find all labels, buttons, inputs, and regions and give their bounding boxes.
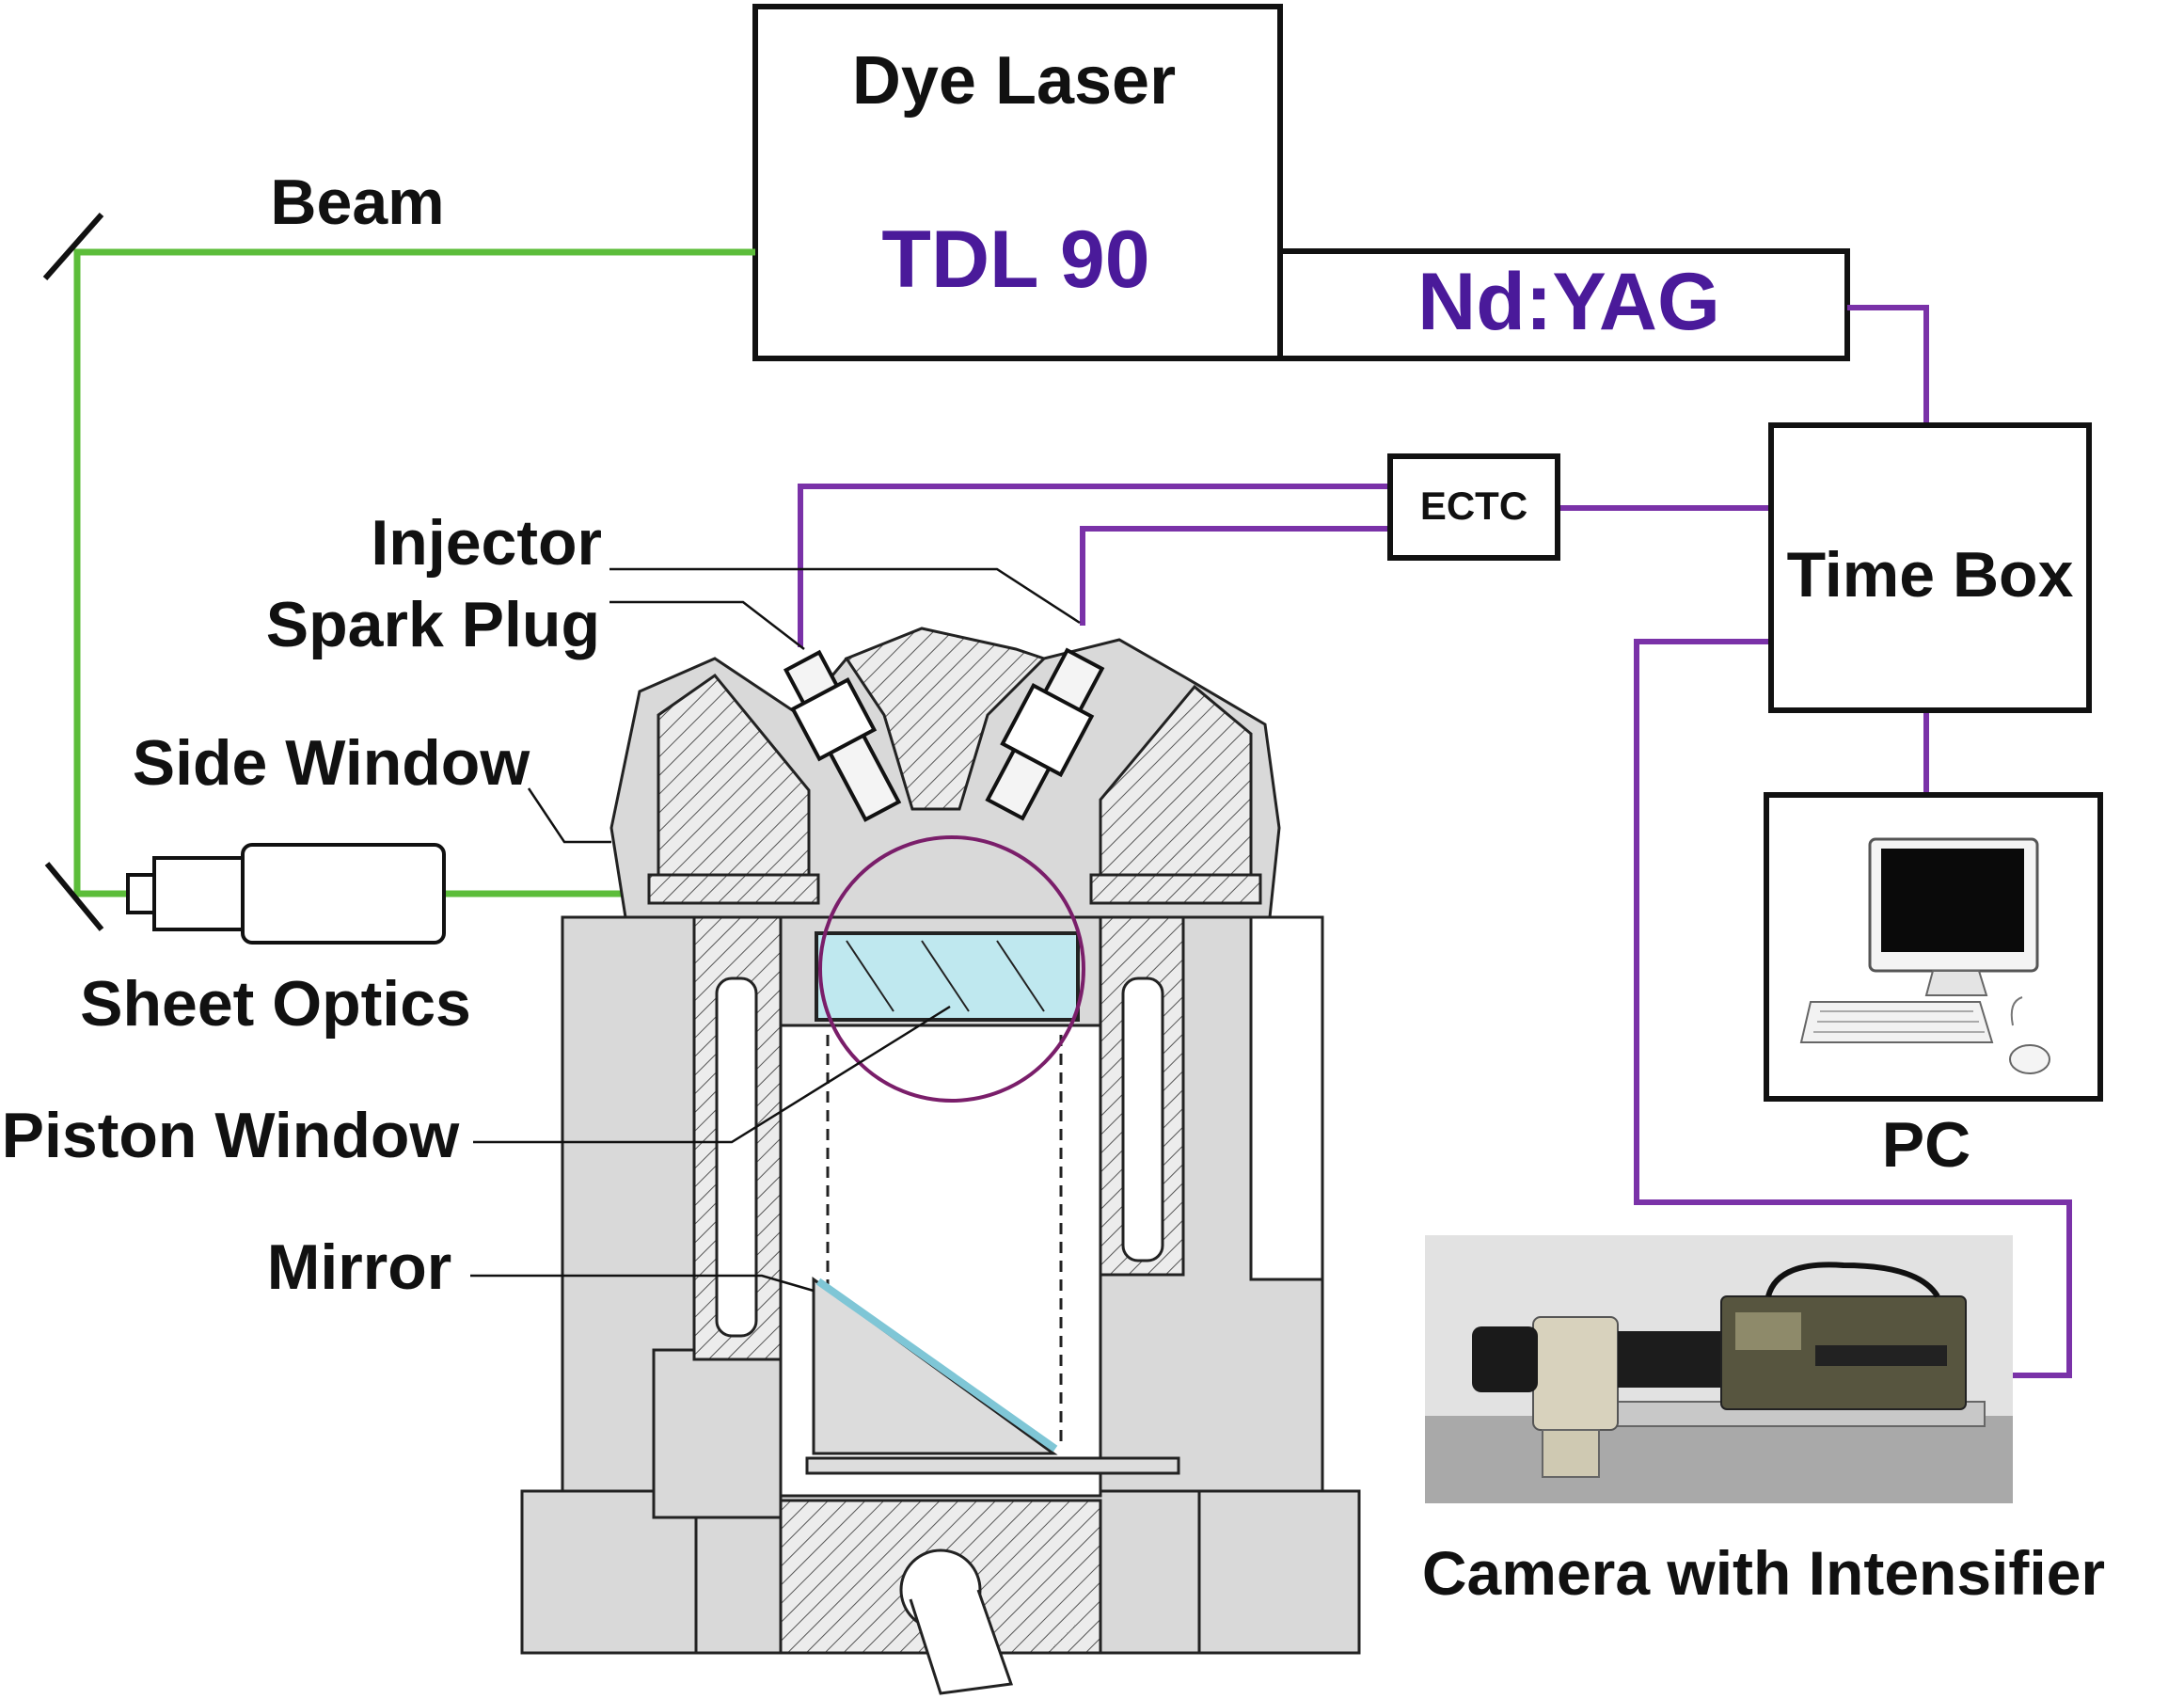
ndyag-box — [1277, 248, 1850, 361]
piston-window-leader — [473, 1005, 951, 1144]
combustion-chamber-circle — [818, 835, 1085, 1103]
tdl-label: TDL 90 — [881, 214, 1149, 305]
ndyag-to-timebox-line — [1847, 305, 1929, 425]
ectc-box — [1387, 453, 1560, 561]
ndyag-label: Nd:YAG — [1417, 257, 1720, 347]
sheet-optics — [126, 843, 446, 945]
pc-computer-icon — [1799, 837, 2050, 1074]
mirror-label: Mirror — [267, 1231, 451, 1303]
sheet-optics-label: Sheet Optics — [80, 968, 471, 1040]
ectc-label: ECTC — [1420, 484, 1527, 528]
optical-engine-cross-section — [520, 627, 1361, 1695]
injector-leader — [609, 567, 1081, 625]
mirror-leader — [470, 1274, 815, 1293]
time-box — [1768, 422, 2092, 713]
side-window-leader — [527, 787, 611, 844]
pc-label: PC — [1882, 1109, 1970, 1181]
injector-label: Injector — [371, 507, 602, 579]
lower-mirror — [44, 862, 104, 931]
ectc-to-spark-plug-line — [798, 484, 1390, 647]
piston-window-glass — [815, 931, 1080, 1022]
side-window-label: Side Window — [133, 727, 531, 799]
piston-window-label: Piston Window — [2, 1100, 461, 1171]
spark-plug-leader — [609, 600, 805, 650]
camera-with-intensifier-photo — [1425, 1235, 2013, 1503]
dye-laser-box — [752, 4, 1283, 361]
ectc-to-injector-line — [1080, 526, 1390, 626]
laser-beam-path — [73, 248, 1100, 897]
timebox-to-camera-line — [1634, 639, 2072, 1378]
camera-label: Camera with Intensifier — [1422, 1538, 2105, 1608]
time-box-label: Time Box — [1787, 539, 2074, 611]
dye-laser-label: Dye Laser — [852, 43, 1176, 119]
spark-plug-label: Spark Plug — [266, 589, 600, 660]
upper-mirror — [42, 213, 104, 280]
beam-label: Beam — [270, 167, 444, 238]
